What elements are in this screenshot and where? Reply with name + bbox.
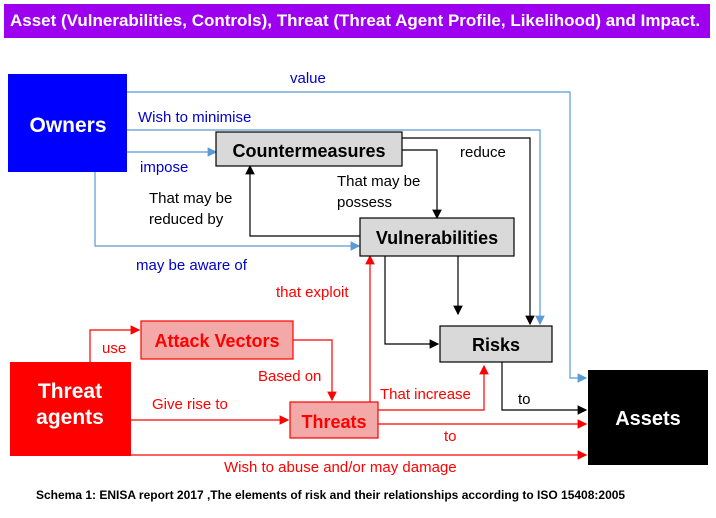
- label-wish-to-abuse: Wish to abuse and/or may damage: [224, 459, 457, 476]
- node-risks-label: Risks: [472, 335, 520, 355]
- node-countermeasures-label: Countermeasures: [232, 141, 385, 161]
- edge-based-on: [293, 339, 337, 402]
- label-give-rise-to: Give rise to: [152, 396, 228, 413]
- node-countermeasures-box: [215, 131, 403, 167]
- edge-risks-to-assets: [501, 362, 588, 415]
- node-attack-vectors-label: Attack Vectors: [154, 331, 279, 351]
- label-to-assets-from-threats: to: [444, 428, 457, 445]
- edge-that-increase: [378, 364, 489, 411]
- node-assets-label: Assets: [615, 408, 681, 430]
- label-impose: impose: [140, 159, 188, 176]
- title-banner: Asset (Vulnerabilities, Controls), Threa…: [4, 4, 710, 38]
- label-wish-to-minimise: Wish to minimise: [138, 109, 251, 126]
- label-value: value: [290, 70, 326, 87]
- edge-may-be-aware-of: [94, 172, 361, 251]
- node-vulnerabilities-label: Vulnerabilities: [376, 228, 498, 248]
- label-that-exploit: that exploit: [276, 284, 349, 301]
- edge-wish-to-minimise: [127, 129, 545, 326]
- node-owners-label: Owners: [29, 114, 106, 137]
- node-threat-agents-label-2: agents: [36, 406, 104, 429]
- label-that-may-be-reduced-1: That may be: [149, 190, 232, 207]
- label-may-be-aware-of: may be aware of: [136, 257, 248, 274]
- figure-caption: Schema 1: ENISA report 2017 ,The element…: [36, 488, 626, 502]
- edge-use: [89, 325, 141, 362]
- node-threat-agents-label-1: Threat: [38, 380, 102, 403]
- label-that-increase: That increase: [380, 386, 471, 403]
- edge-that-may-be-possess: [402, 149, 442, 220]
- label-that-may-be-reduced-2: reduced by: [149, 211, 224, 228]
- edge-reduce: [402, 137, 535, 326]
- edge-value: [127, 91, 588, 383]
- label-to-assets-from-risks: to: [518, 391, 531, 408]
- label-that-may-be-possess-2: possess: [337, 194, 392, 211]
- edge-that-may-be-reduced-by: [245, 164, 360, 237]
- edge-vuln-to-risks-b: [384, 256, 440, 349]
- node-threats-label: Threats: [301, 412, 366, 432]
- node-threats-box: [289, 401, 379, 439]
- node-attack-vectors-box: [140, 320, 294, 360]
- node-assets-box: [588, 370, 708, 465]
- node-threat-agents-box: [10, 362, 131, 456]
- label-use: use: [102, 340, 126, 357]
- node-vulnerabilities-box: [359, 217, 515, 257]
- node-risks-box: [439, 325, 553, 363]
- label-reduce: reduce: [460, 144, 506, 161]
- label-that-may-be-possess-1: That may be: [337, 173, 420, 190]
- label-based-on: Based on: [258, 368, 321, 385]
- node-owners-box: [8, 74, 127, 172]
